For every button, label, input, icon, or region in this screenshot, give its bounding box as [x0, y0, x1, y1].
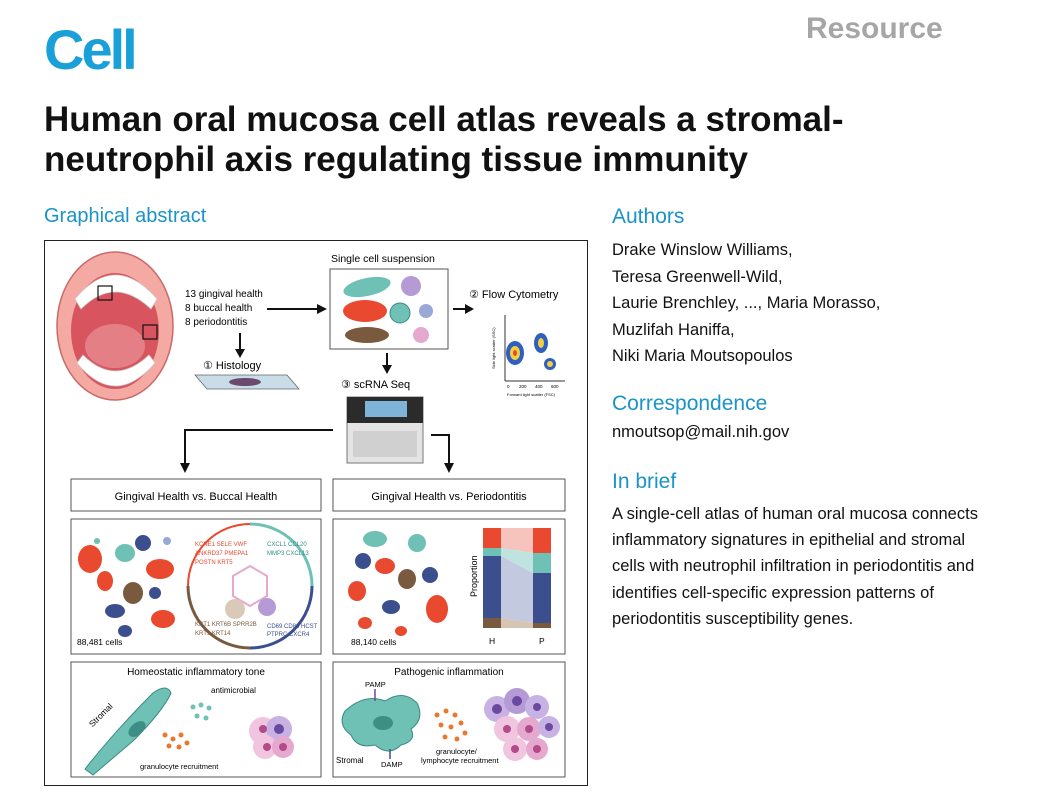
proportion-p-label: P: [539, 636, 545, 646]
correspondence-heading: Correspondence: [612, 392, 768, 415]
graphical-abstract-illustration: 13 gingival health 8 buccal health 8 per…: [56, 251, 566, 778]
wheel-gene-1: KCNE1 SELE VWF: [195, 542, 247, 548]
sequencer-machine: [346, 396, 424, 464]
sample-count-1: 13 gingival health: [185, 289, 263, 300]
umap-left-clusters: [78, 535, 175, 637]
author-name: Teresa Greenwell-Wild,: [612, 267, 783, 286]
flow-xlabel: Forward light scatter (FSC): [507, 392, 556, 397]
wheel-gene-9: POSTN KRT5: [195, 560, 233, 566]
suspension-label: Single cell suspension: [331, 253, 435, 265]
mouth-illustration: [56, 251, 174, 401]
author-list: Drake Winslow Williams, Teresa Greenwell…: [612, 237, 880, 370]
gene-signature-wheel: [186, 522, 314, 650]
flow-tick-600: 600: [551, 384, 559, 389]
step-flow-cytometry: ② Flow Cytometry: [469, 289, 559, 301]
in-brief-text: A single-cell atlas of human oral mucosa…: [612, 505, 978, 628]
author-name: Drake Winslow Williams,: [612, 241, 793, 259]
step-scrnaseq: ③ scRNA Seq: [341, 379, 410, 391]
author-name: Muzlifah Haniffa,: [612, 320, 735, 339]
wheel-gene-2: ANKRD37 PMEPA1: [195, 551, 249, 557]
antimicrobial-dots: [190, 702, 212, 721]
article-title: Human oral mucosa cell atlas reveals a s…: [44, 100, 844, 179]
granulocyte-dots: [162, 732, 190, 750]
flow-tick-400: 400: [535, 384, 543, 389]
pathogenic-panel-title: Pathogenic inflammation: [394, 667, 504, 678]
gran-lymph-label-2: lymphocyte recruitment: [421, 756, 499, 765]
recruitment-dots: [434, 708, 468, 742]
gran-lymph-label-1: granulocyte/: [436, 747, 478, 756]
author-name: Laurie Brenchley, ..., Maria Morasso,: [612, 294, 881, 312]
cell-count-right: 88,140 cells: [351, 637, 396, 647]
sample-count-2: 8 buccal health: [185, 303, 252, 314]
comparison-left-box: [70, 478, 322, 512]
granulocyte-label: granulocyte recruitment: [140, 762, 219, 771]
comparison-left-label: Gingival Health vs. Buccal Health: [115, 491, 278, 503]
proportion-chart: [483, 528, 551, 628]
sample-count-3: 8 periodontitis: [185, 317, 247, 328]
umap-right-clusters: [348, 531, 448, 636]
wheel-gene-3: KRT1 KRT6B SPRR2B: [195, 622, 257, 628]
wheel-gene-4: CD69 CD83 HCST: [267, 624, 318, 630]
flow-cytometry-plot: Side light scatter (SSC) 0 200 400 600 F…: [491, 315, 565, 397]
correspondence-email-link[interactable]: nmoutsop@mail.nih.gov: [612, 423, 790, 441]
antimicrobial-label: antimicrobial: [211, 686, 256, 695]
cell-count-left: 88,481 cells: [77, 637, 122, 647]
umap-left-panel: [70, 518, 322, 655]
flow-tick-0: 0: [507, 384, 510, 389]
neutrophil-cluster-left: [249, 716, 294, 759]
wheel-gene-6: PTPRC CXCR4: [267, 632, 310, 638]
step-histology: ① Histology: [203, 360, 262, 372]
comparison-right-box: [332, 478, 566, 512]
proportion-h-label: H: [489, 636, 495, 646]
damp-label: DAMP: [381, 760, 403, 769]
stromal-label-right: Stromal: [336, 756, 364, 765]
wheel-gene-8: KRT9 KRT14: [195, 631, 231, 637]
in-brief-heading: In brief: [612, 470, 677, 493]
comparison-right-label: Gingival Health vs. Periodontitis: [371, 491, 527, 503]
authors-heading: Authors: [612, 205, 685, 228]
journal-logo: Cell: [44, 18, 138, 81]
wheel-gene-7: MMP3 CXCL13: [267, 551, 309, 557]
author-name: Niki Maria Moutsopoulos: [612, 347, 793, 365]
flow-tick-200: 200: [519, 384, 527, 389]
article-type-label: Resource: [806, 12, 943, 45]
homeostatic-panel-title: Homeostatic inflammatory tone: [127, 667, 265, 678]
pamp-label: PAMP: [365, 680, 386, 689]
graphical-abstract-heading: Graphical abstract: [44, 205, 207, 227]
proportion-axis-label: Proportion: [469, 555, 479, 597]
neutrophil-cluster-right: [484, 688, 560, 761]
wheel-gene-5: CXCL1 CCL20: [267, 542, 307, 548]
flow-ylabel: Side light scatter (SSC): [491, 327, 496, 369]
graphical-abstract-figure: 13 gingival health 8 buccal health 8 per…: [44, 240, 588, 786]
